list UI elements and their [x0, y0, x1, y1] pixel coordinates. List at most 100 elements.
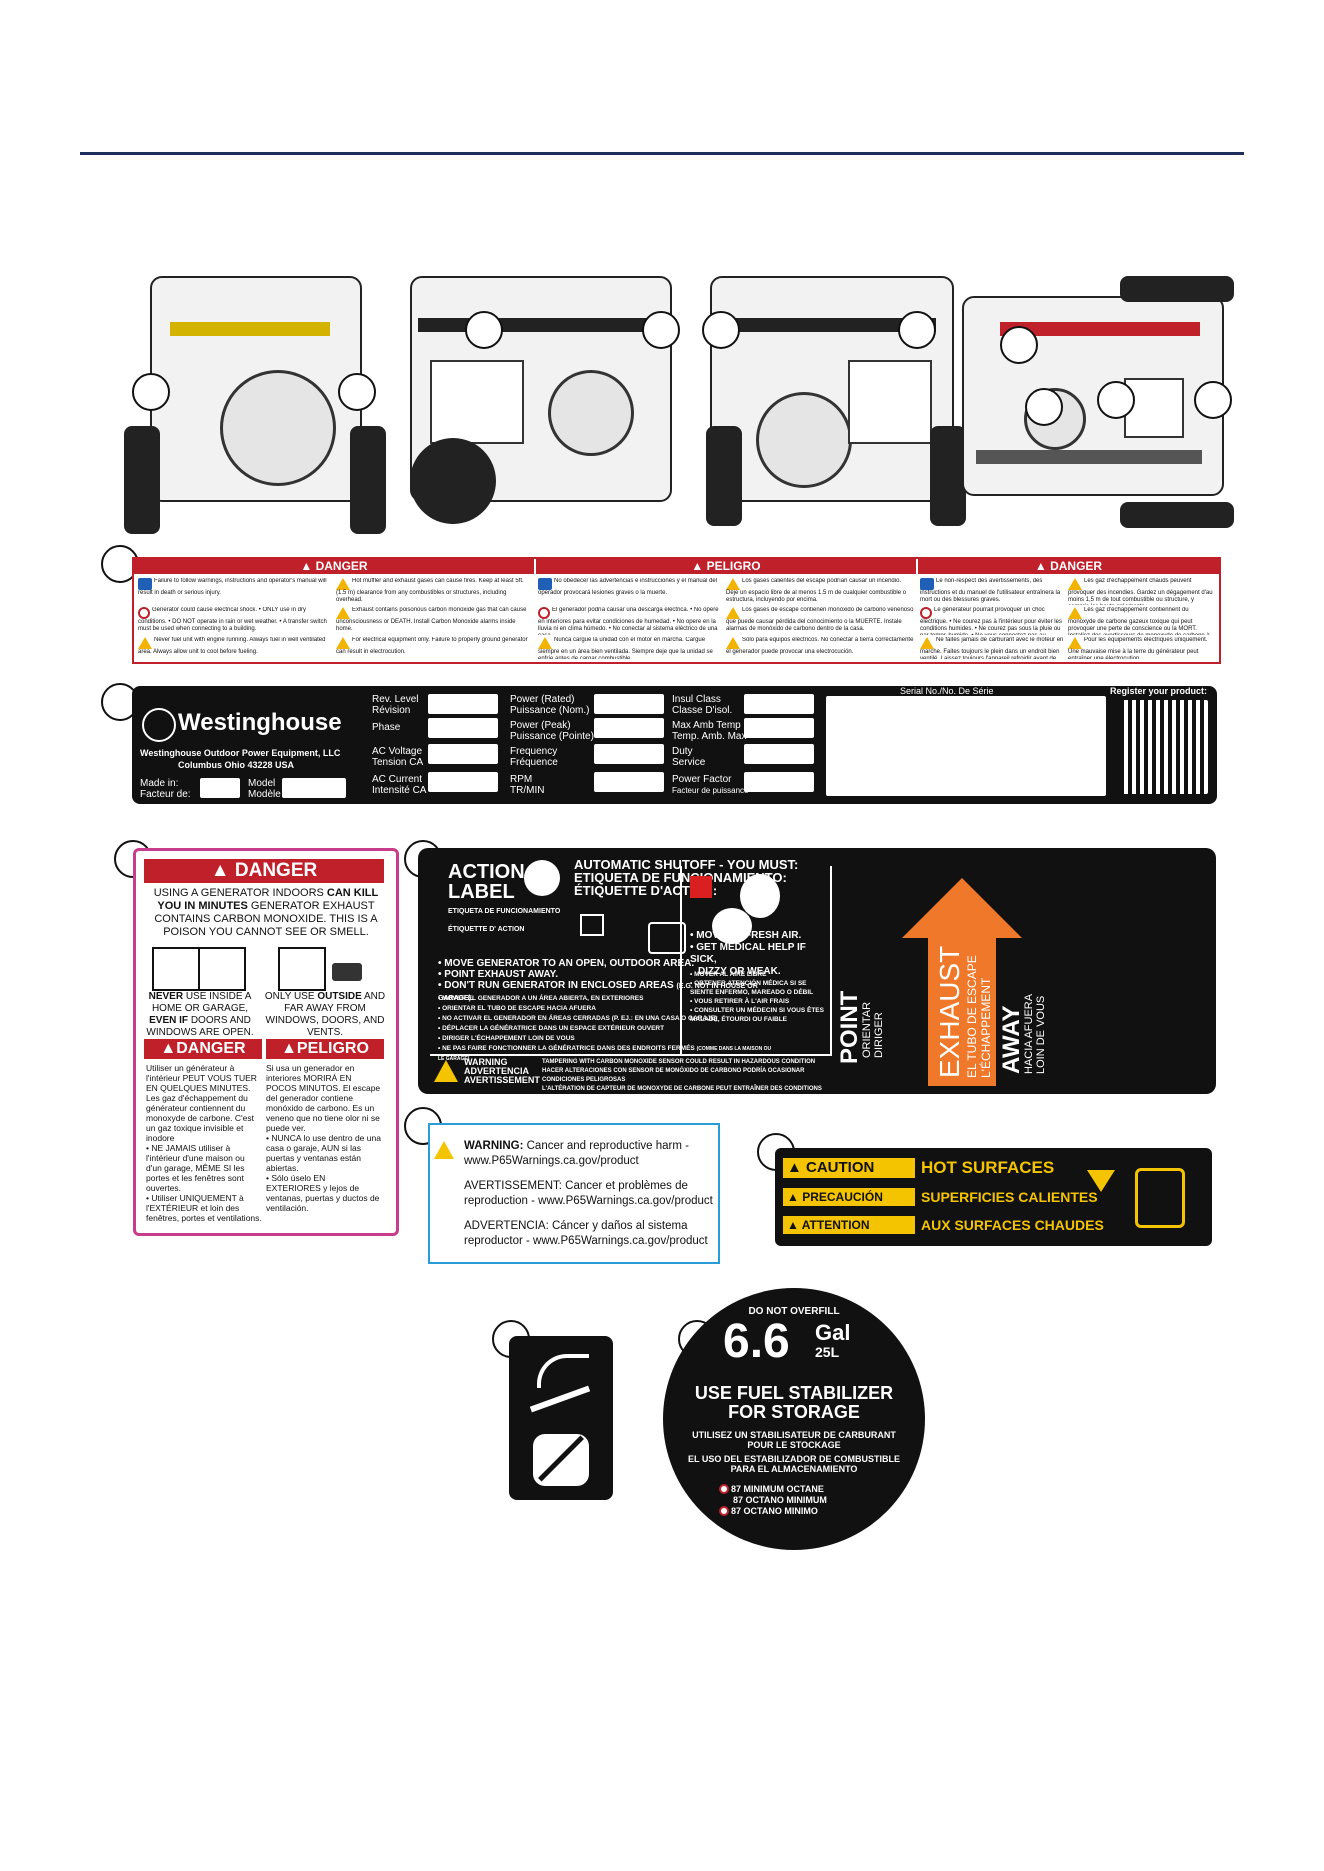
- rpm-field: [594, 772, 664, 792]
- co-danger-label: ▲ DANGER USING A GENERATOR INDOORS CAN K…: [133, 848, 399, 1236]
- co-danger-fr-title: DANGER: [176, 1040, 246, 1057]
- warning-triangle-icon: ▲: [300, 559, 316, 573]
- company-address: Columbus Ohio 43228 USA: [178, 760, 295, 770]
- manual-icon: [538, 578, 552, 590]
- medical-bullets-en: • MOVE TO FRESH AIR. • GET MEDICAL HELP …: [690, 930, 806, 977]
- first-aid-icon: [690, 876, 712, 898]
- caution-fr: ATTENTION: [801, 1218, 870, 1232]
- house-icon: [580, 914, 604, 936]
- warning-triangle-icon: ▲: [787, 1190, 803, 1204]
- danger-cell: Hot muffler and exhaust gases can cause …: [336, 578, 524, 603]
- warning-triangle-icon: ▲: [210, 860, 235, 881]
- hacia-text: HACIA AFUERA: [1023, 993, 1035, 1074]
- power-factor-field: [744, 772, 814, 792]
- fuel-fire-icon: [538, 637, 552, 649]
- fuel-liters: 25L: [815, 1344, 840, 1360]
- action-sub-es: ETIQUETA DE FUNCIONAMIENTO: [448, 908, 561, 915]
- lever-icon: [529, 1385, 591, 1413]
- danger-head-es: PELIGRO: [706, 559, 761, 573]
- danger-cell: Los gases de escape contienen monóxido d…: [726, 607, 914, 632]
- generator-icon: [648, 922, 686, 954]
- co-es-text: Si usa un generador en interiores MORIRÁ…: [266, 1063, 381, 1213]
- exhaust-arrow-body: [928, 936, 996, 1086]
- duty-field: [744, 744, 814, 764]
- made-in-label: Made in:: [140, 778, 179, 789]
- fuel-capacity-label: DO NOT OVERFILL 6.6 Gal 25L USE FUEL STA…: [663, 1288, 925, 1550]
- co-hazard-icon: [336, 607, 350, 619]
- caution-es: PRECAUCIÓN: [802, 1190, 883, 1204]
- danger-cell: Les gaz d'échappement chauds peuvent pro…: [1068, 578, 1213, 605]
- danger-cell: Le non-respect des avertissements, des i…: [920, 578, 1061, 603]
- co-danger-title: DANGER: [234, 860, 318, 881]
- power-peak-field: [594, 718, 664, 738]
- co-never-text: NEVER USE INSIDE A HOME OR GARAGE, EVEN …: [146, 991, 254, 1038]
- hot-hand-icon: [1135, 1168, 1185, 1228]
- co-intro: USING A GENERATOR INDOORS CAN KILL YOU I…: [153, 887, 379, 938]
- divider: [830, 866, 832, 1056]
- rev-field: [428, 694, 498, 714]
- danger-warning-strip: ▲ DANGER ▲ PELIGRO ▲ DANGER Failure to f…: [132, 557, 1221, 664]
- warning-triangle-icon: ▲: [281, 1040, 297, 1057]
- down-arrow-icon: [1087, 1170, 1115, 1192]
- prop65-warning: WARNING: Cancer and reproductive harm -w…: [428, 1123, 720, 1264]
- fuel-gal-unit: Gal: [815, 1320, 851, 1345]
- co-cloud-icon: [524, 860, 560, 896]
- ground-hazard-icon: [726, 637, 740, 649]
- facteur-label: Facteur de:: [140, 789, 191, 800]
- danger-cell: Le générateur pourrait provoquer un choc…: [920, 607, 1062, 635]
- no-ethanol-icon: [719, 1506, 729, 1516]
- house-no-icon: [152, 947, 200, 991]
- danger-cell: Failure to follow warnings, instructions…: [138, 578, 327, 596]
- co-hazard-icon: [726, 607, 740, 619]
- caution-en: CAUTION: [806, 1159, 875, 1176]
- made-in-field: [200, 778, 240, 798]
- danger-cell: Nunca cargue la unidad con el motor en m…: [538, 637, 713, 659]
- caution-en-text: HOT SURFACES: [921, 1158, 1055, 1177]
- frequency-field: [594, 744, 664, 764]
- co-hazard-icon: [1068, 607, 1082, 619]
- point-text: POINT: [836, 990, 863, 1064]
- danger-cell: For electrical equipment only. Failure t…: [336, 637, 528, 655]
- dizzy-person-icon: [740, 874, 780, 918]
- danger-cell: Pour les équipements électriques uniquem…: [1068, 637, 1208, 659]
- fuel-fire-icon: [920, 637, 934, 649]
- qr-code-icon[interactable]: [1120, 700, 1208, 794]
- westinghouse-logo-icon: [142, 708, 176, 742]
- manual-icon: [138, 578, 152, 590]
- fire-hazard-icon: [336, 578, 350, 590]
- rating-plate: Westinghouse Westinghouse Outdoor Power …: [132, 686, 1217, 804]
- danger-cell: Never fuel unit with engine running. Alw…: [138, 637, 326, 655]
- house-outside-icon: [278, 947, 326, 991]
- caution-hot-surfaces-label: ▲ CAUTION HOT SURFACES ▲ PRECAUCIÓN SUPE…: [775, 1148, 1212, 1246]
- danger-cell: Los gases calientes del escape podrían c…: [726, 578, 907, 603]
- warning-triangle-icon: ▲: [787, 1218, 802, 1232]
- fuel-fire-icon: [138, 637, 152, 649]
- header-rule: [80, 152, 1244, 155]
- phase-label: Phase: [372, 722, 401, 733]
- warning-triangle-icon: ▲: [1034, 559, 1051, 573]
- warning-triangle-icon: ▲: [787, 1159, 807, 1176]
- echappement-text: L'ÉCHAPPEMENT: [979, 977, 993, 1078]
- danger-head-fr: DANGER: [1050, 559, 1103, 573]
- tubo-text: EL TUBO DE ESCAPE: [965, 955, 979, 1078]
- co-peligro-title: PELIGRO: [296, 1040, 369, 1057]
- max-amb-temp-field: [744, 718, 814, 738]
- power-rated-label: Power (Rated)Puissance (Nom.): [510, 694, 590, 716]
- serial-label: Serial No./No. De Série: [900, 686, 994, 696]
- shock-hazard-icon: [538, 607, 550, 619]
